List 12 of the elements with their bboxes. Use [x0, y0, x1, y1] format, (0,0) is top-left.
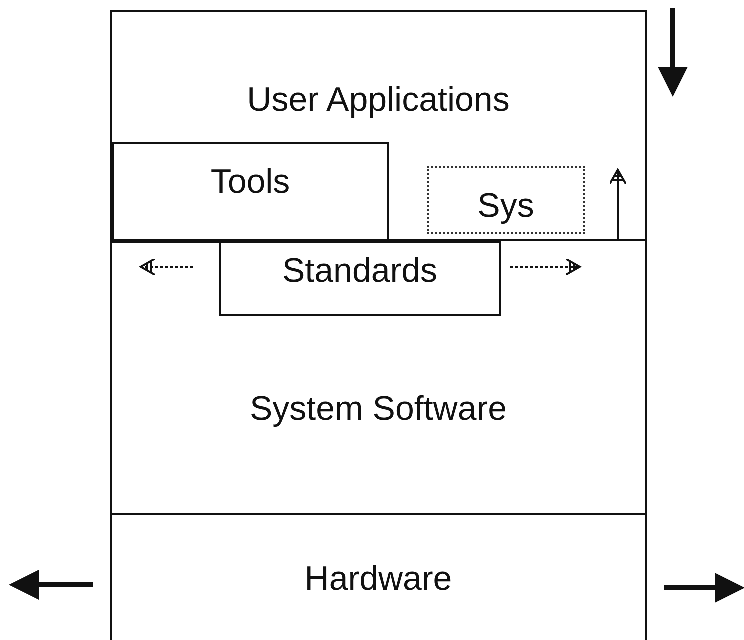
layer-label: Hardware — [304, 561, 452, 598]
layer-band — [110, 513, 647, 640]
layer-label: Sys — [478, 188, 534, 226]
tool-box — [112, 142, 389, 243]
layer-label: System Software — [250, 391, 507, 428]
layer-label: Tools — [210, 164, 290, 202]
standards-box — [219, 241, 501, 316]
layer-band — [110, 10, 647, 241]
dotted-box — [427, 166, 585, 234]
layer-label: Standards — [282, 253, 438, 290]
layer-label: User Applications — [247, 82, 510, 120]
layer-band — [110, 239, 647, 515]
